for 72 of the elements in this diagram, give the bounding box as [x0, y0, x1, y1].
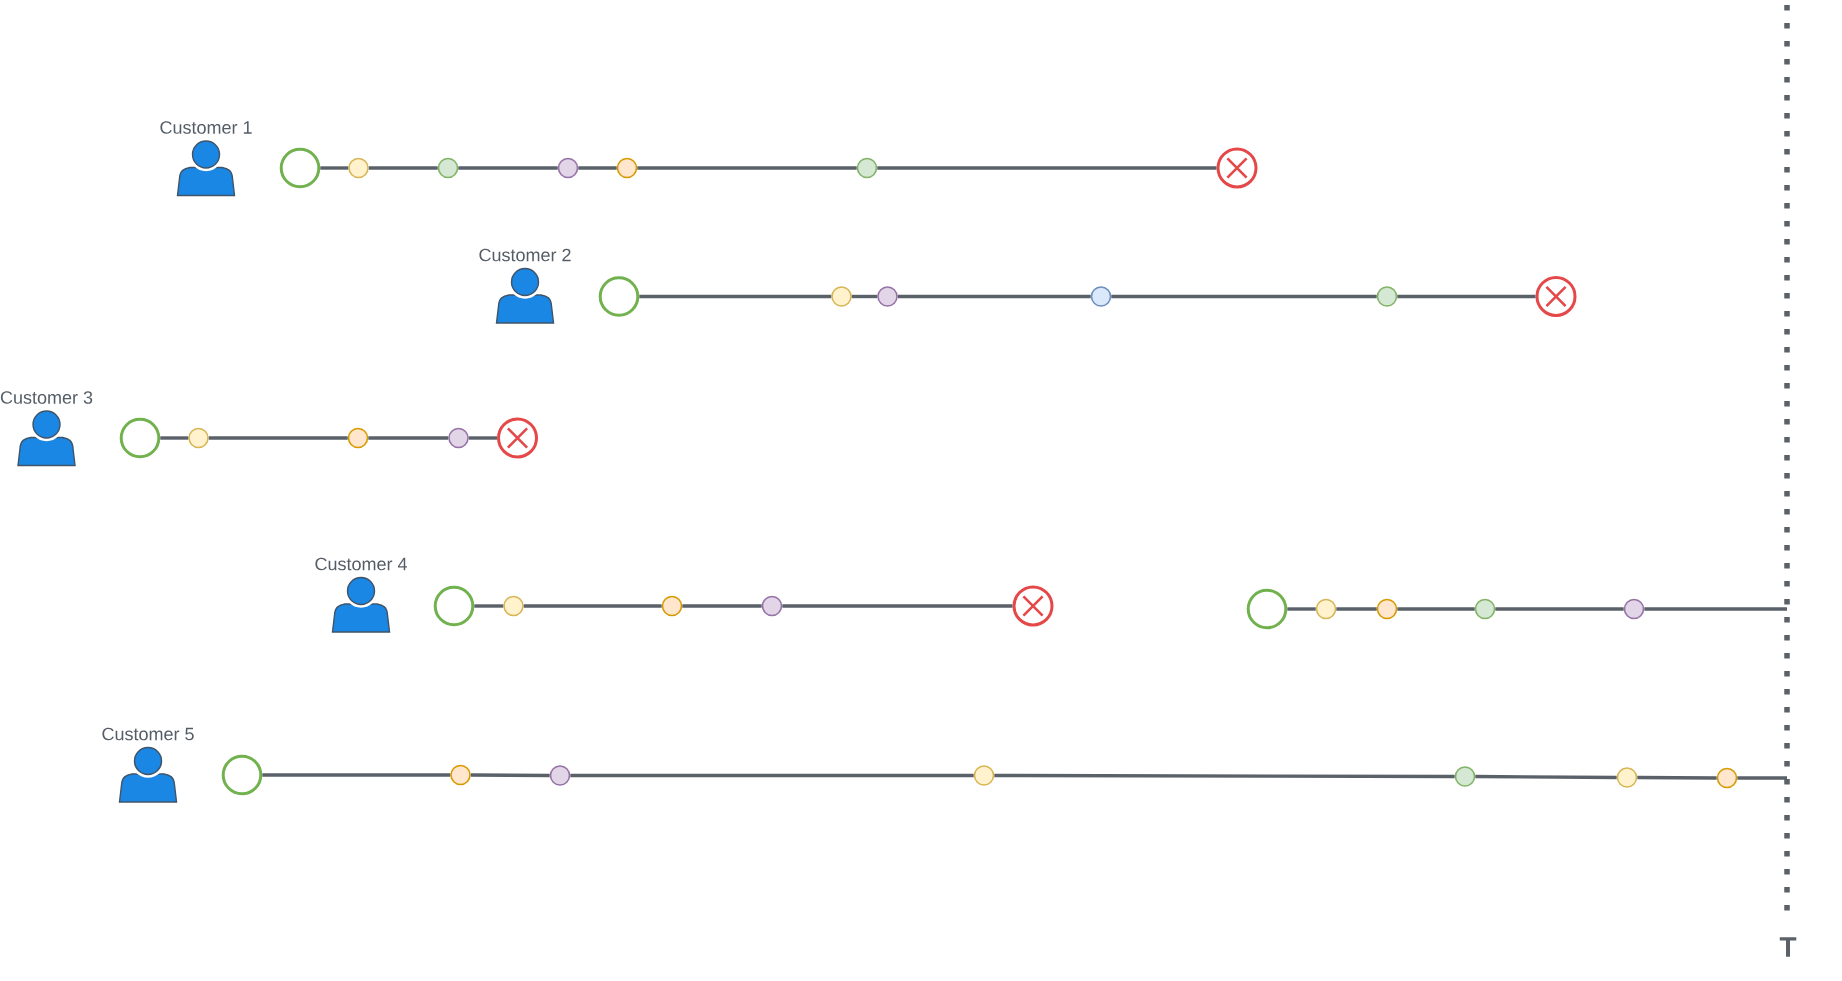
event-dot	[1474, 598, 1496, 620]
event-dot	[348, 157, 369, 179]
connector-line	[637, 166, 857, 170]
event-dot	[1716, 767, 1738, 789]
event-dot	[661, 595, 683, 617]
connector-line	[1644, 607, 1787, 611]
connector-line	[851, 294, 878, 299]
cross-circle	[1216, 147, 1258, 189]
connector-line	[262, 773, 451, 777]
event-dot	[973, 765, 995, 786]
event-dot	[856, 157, 878, 179]
event-dot	[503, 595, 524, 617]
name-label: Customer 2	[479, 248, 571, 262]
connector-line	[368, 436, 449, 440]
event-dot	[831, 286, 852, 307]
connector-line	[570, 773, 974, 778]
connector-line	[474, 604, 504, 608]
event-dot	[761, 595, 783, 617]
connector-line	[160, 436, 189, 440]
start-circle	[221, 754, 263, 796]
start-circle	[433, 585, 475, 627]
connector-line	[208, 436, 348, 440]
event-dot	[347, 427, 369, 449]
connector-line	[523, 604, 662, 608]
event-dot	[450, 764, 471, 786]
start-circle	[279, 147, 321, 189]
start-circle	[1246, 588, 1288, 630]
connector-line	[1287, 607, 1316, 611]
connector-line	[578, 166, 617, 170]
name-label: Customer 5	[102, 727, 194, 741]
connector-line	[639, 294, 832, 299]
event-dot	[1376, 598, 1398, 620]
name-label: Customer 1	[160, 121, 252, 134]
cross-circle	[497, 417, 538, 459]
connector-line	[368, 166, 438, 170]
event-dot	[1090, 286, 1112, 307]
connector-line	[470, 773, 550, 778]
connector-line	[458, 166, 558, 170]
connector-line	[1336, 607, 1377, 611]
connector-line	[1111, 294, 1377, 299]
axis-label: T	[1779, 937, 1797, 957]
event-dot	[188, 427, 209, 449]
connector-line	[1737, 776, 1787, 780]
cross-circle	[1535, 276, 1577, 317]
connector-line	[1397, 607, 1475, 611]
event-dot	[616, 157, 638, 179]
connector-line	[782, 604, 1013, 608]
name-label: Customer 4	[315, 557, 407, 571]
event-dot	[1616, 767, 1638, 788]
connector-line	[897, 294, 1091, 299]
connector-line	[877, 166, 1217, 170]
cross-circle	[1012, 585, 1054, 627]
name-label: Customer 3	[0, 391, 93, 404]
event-dot	[1454, 766, 1476, 787]
connector-line	[994, 773, 1455, 779]
connector-line	[682, 604, 762, 608]
event-dot	[877, 286, 898, 307]
start-circle	[598, 276, 640, 317]
event-dot	[557, 157, 579, 179]
event-dot	[437, 157, 459, 179]
event-dot	[549, 765, 571, 786]
event-dot	[448, 427, 469, 449]
event-dot	[1623, 598, 1645, 620]
connector-line	[320, 166, 349, 170]
event-dot	[1315, 598, 1337, 620]
connector-line	[1495, 607, 1624, 611]
connector-line	[1397, 294, 1536, 299]
connector-line	[468, 436, 497, 440]
connector-line	[1475, 774, 1617, 780]
event-dot	[1376, 286, 1398, 307]
connector-line	[1637, 775, 1717, 780]
start-circle	[119, 417, 161, 459]
